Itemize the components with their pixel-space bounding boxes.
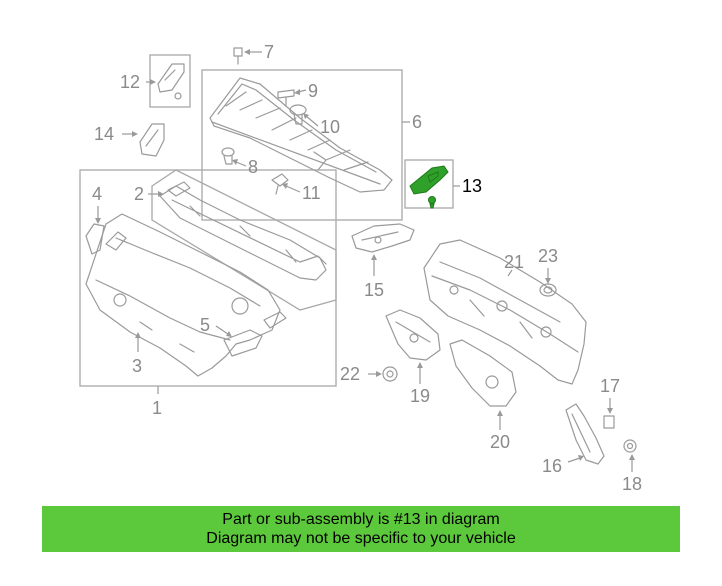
callout-9: 9 xyxy=(308,81,318,101)
part-6-cowl-cover xyxy=(209,77,393,193)
part-8-clip xyxy=(221,147,235,165)
assembly-1-box xyxy=(79,169,337,387)
part-14-bracket xyxy=(139,123,165,157)
part-21-dash-panel xyxy=(423,239,587,385)
part-9-clip xyxy=(277,89,295,107)
part-17-clip xyxy=(603,415,615,429)
callout-19: 19 xyxy=(410,386,430,406)
assembly-6-box xyxy=(201,69,403,221)
part-18-grommet xyxy=(623,439,637,453)
callout-20: 20 xyxy=(490,432,510,452)
callout-4: 4 xyxy=(92,184,102,204)
callout-1: 1 xyxy=(152,398,162,418)
assembly-2-box xyxy=(151,169,337,311)
banner-line-1: Part or sub-assembly is #13 in diagram xyxy=(222,511,500,528)
part-15-bracket xyxy=(351,223,415,253)
part-12-box xyxy=(149,54,191,108)
callout-18: 18 xyxy=(622,474,642,494)
part-20-insulator xyxy=(449,339,517,407)
part-5-brace xyxy=(223,311,287,357)
callout-5: 5 xyxy=(200,315,210,335)
callout-3: 3 xyxy=(132,356,142,376)
part-4-bracket xyxy=(85,223,105,255)
callout-22: 22 xyxy=(340,364,360,384)
part-19-bracket xyxy=(385,309,441,361)
callout-23: 23 xyxy=(538,246,558,266)
callout-16: 16 xyxy=(542,456,562,476)
part-1-dash-panel xyxy=(85,213,281,377)
part-16-brace xyxy=(565,403,605,465)
callout-17: 17 xyxy=(600,376,620,396)
callout-7: 7 xyxy=(264,42,274,62)
leader-lines xyxy=(95,49,635,472)
part-12-bracket xyxy=(157,63,185,100)
info-banner: Part or sub-assembly is #13 in diagram D… xyxy=(42,506,680,552)
callout-11: 11 xyxy=(302,183,321,203)
callout-13[interactable]: 13 xyxy=(462,176,482,196)
callout-10: 10 xyxy=(320,117,340,137)
callout-15: 15 xyxy=(364,280,384,300)
part-2-upper-panel xyxy=(159,181,327,281)
part-13-highlighted-bracket[interactable] xyxy=(409,165,449,209)
part-22-grommet xyxy=(382,366,398,382)
callout-12: 12 xyxy=(120,72,140,92)
callout-14: 14 xyxy=(94,124,114,144)
part-7-clip xyxy=(233,47,243,65)
callout-21: 21 xyxy=(504,252,524,272)
part-10-clip xyxy=(289,104,307,125)
part-11-clip xyxy=(271,173,289,195)
callout-2: 2 xyxy=(134,184,144,204)
callout-8: 8 xyxy=(248,157,258,177)
banner-line-2: Diagram may not be specific to your vehi… xyxy=(206,530,516,547)
part-13-box xyxy=(404,159,454,209)
callout-6: 6 xyxy=(412,112,422,132)
part-23-grommet xyxy=(539,283,557,297)
